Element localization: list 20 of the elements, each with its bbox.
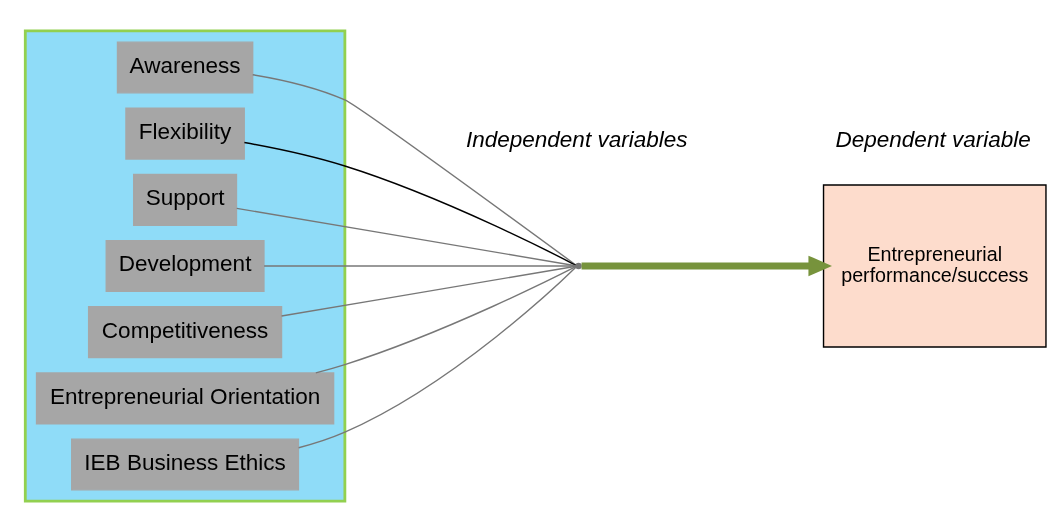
node-box: Flexibility [125,107,245,160]
node-box: Development [105,239,265,292]
node-box: Support [133,173,238,226]
connector [315,265,577,374]
arrow [581,255,832,276]
label: Independent variables [465,126,688,152]
node-box: Awareness [116,40,254,94]
connector [252,73,577,266]
connector [297,266,577,448]
connector [263,264,577,267]
connector [236,207,577,266]
connector [280,265,577,317]
node-point [575,262,582,269]
cluster [23,29,347,503]
connector [243,141,577,266]
node-box: Entrepreneurial performance/success [822,183,1047,348]
node-box: IEB Business Ethics [71,437,300,491]
node-box: Competitiveness [87,305,283,358]
node-box: Entrepreneurial Orientation [35,371,335,424]
label: Dependent variable [835,126,1031,152]
